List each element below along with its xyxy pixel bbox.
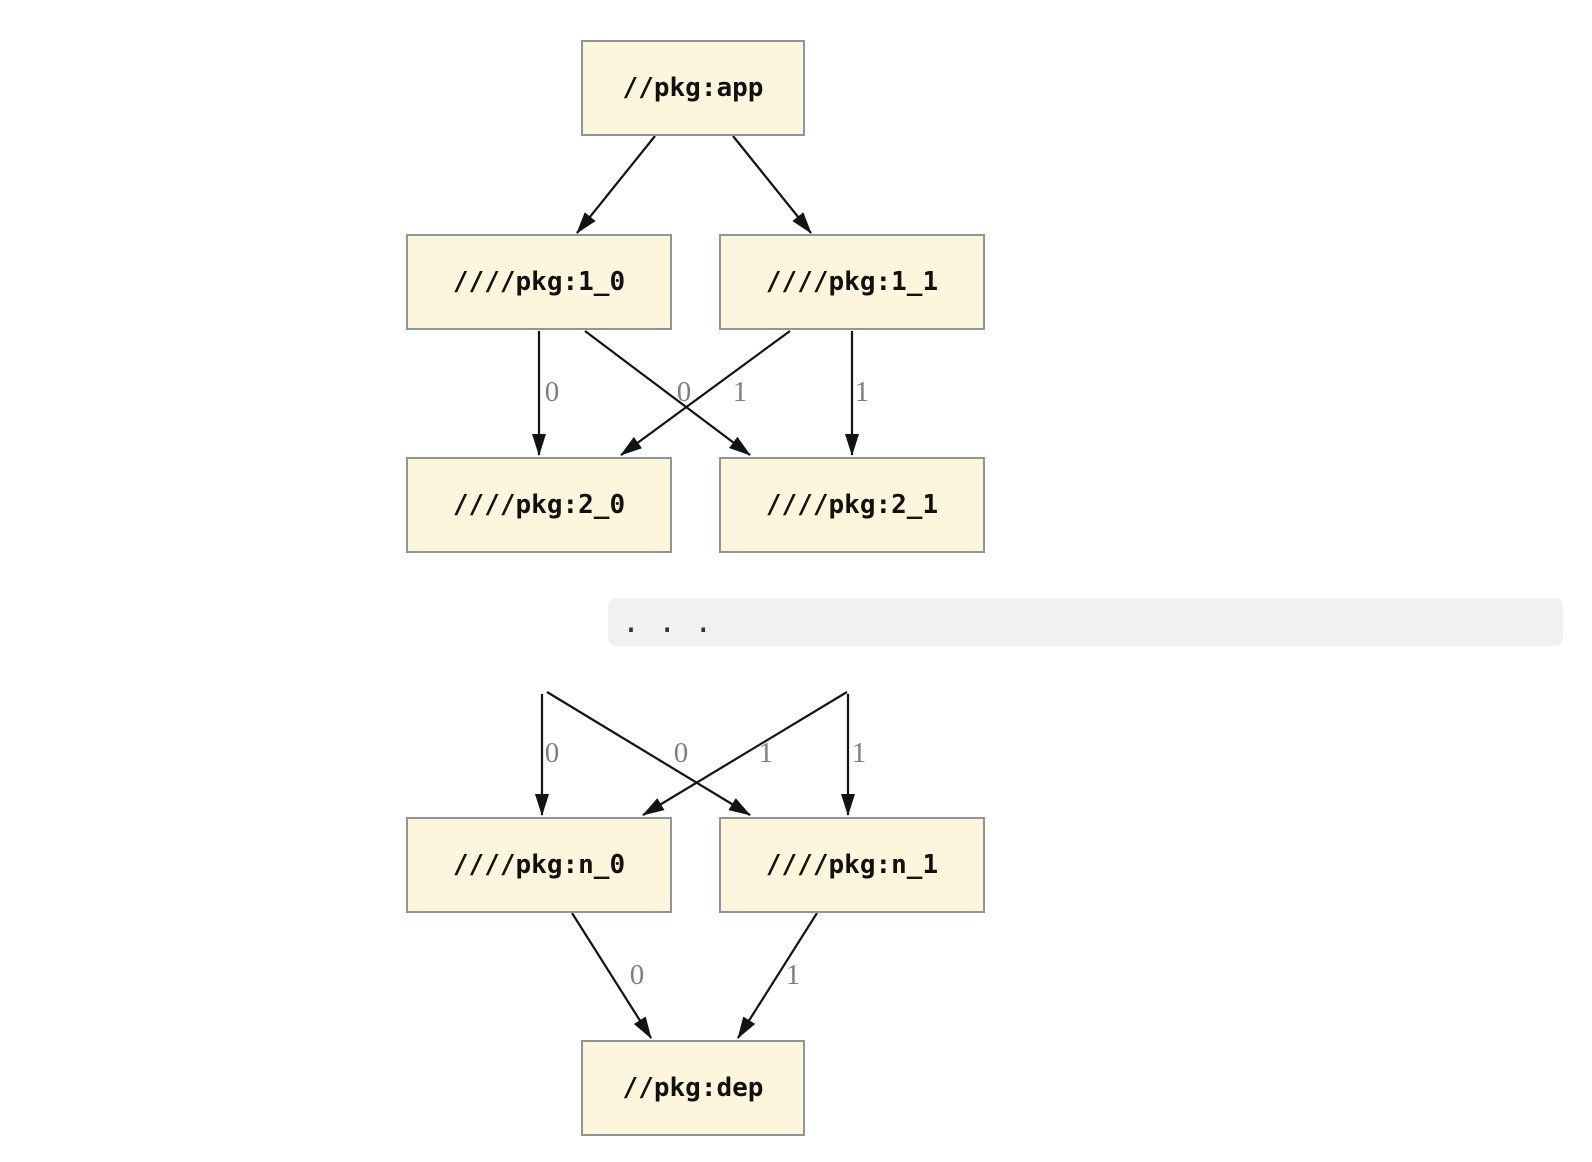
edge-label-1_1-to-2_1: 1 [855,376,870,408]
edge-label-prev_0-to-n_0: 0 [545,737,560,769]
ellipsis-band: . . . [608,598,1563,646]
edge-label-prev_1-to-n_1: 1 [852,737,867,769]
edge-app-to-1_1 [732,135,812,234]
edge-label-prev_1-to-n_0: 1 [759,737,774,769]
edge-label-1_0-to-2_1: 0 [677,376,692,408]
edge-n_0-to-dep [571,912,652,1039]
graph-node-2_0: ////pkg:2_0 [406,457,672,553]
edge-label-1_1-to-2_0: 1 [733,376,748,408]
edge-prev_1-to-n_0 [642,691,848,816]
edge-n_1-to-dep [737,912,818,1039]
graph-node-1_1: ////pkg:1_1 [719,234,985,330]
graph-node-1_0: ////pkg:1_0 [406,234,672,330]
graph-node-2_1: ////pkg:2_1 [719,457,985,553]
edge-label-n_1-to-dep: 1 [786,959,801,991]
graph-node-n_0: ////pkg:n_0 [406,817,672,913]
edge-1_0-to-2_1 [584,330,751,456]
graph-node-dep: //pkg:dep [581,1040,805,1136]
ellipsis-text: . . . [622,604,713,640]
edge-app-to-1_0 [576,135,656,234]
graph-node-app: //pkg:app [581,40,805,136]
edge-1_1-to-2_0 [620,330,791,456]
edge-label-1_0-to-2_0: 0 [545,376,560,408]
graph-node-n_1: ////pkg:n_1 [719,817,985,913]
edge-prev_0-to-n_1 [546,691,751,816]
edge-label-n_0-to-dep: 0 [630,959,645,991]
edge-label-prev_0-to-n_1: 0 [674,737,689,769]
